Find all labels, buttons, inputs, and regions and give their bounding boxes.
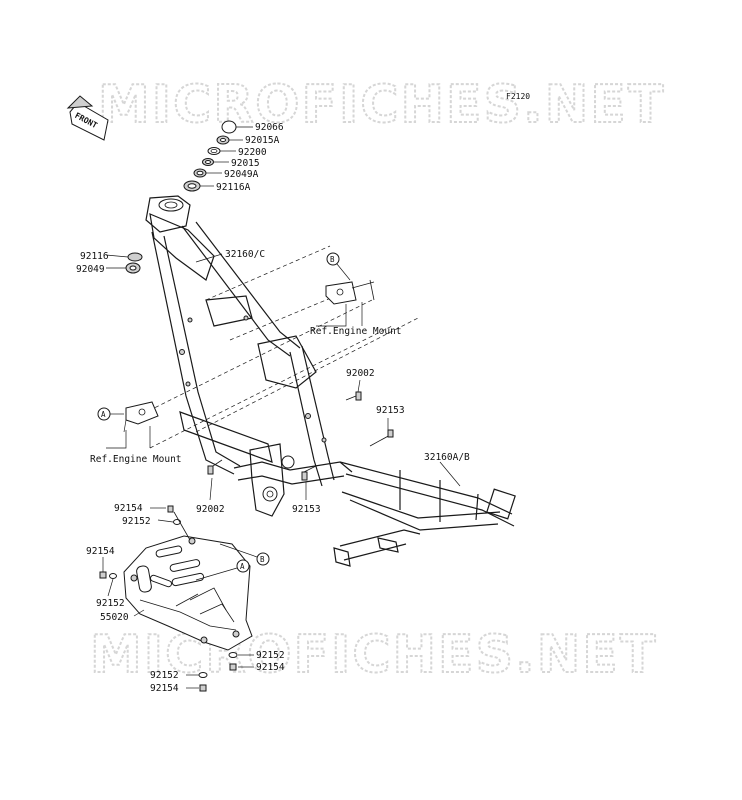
label-92200: 92200	[238, 147, 267, 158]
label-92015: 92015	[231, 158, 260, 169]
label-92152-d: 92152	[150, 670, 179, 681]
stack-leaders	[105, 126, 253, 269]
label-92154-c: 92154	[256, 662, 285, 673]
steering-stack	[125, 120, 237, 274]
main-frame	[145, 195, 353, 517]
label-92015A: 92015A	[245, 135, 280, 146]
ref-note-lower: Ref.Engine Mount	[90, 426, 182, 465]
label-92116: 92116	[80, 251, 109, 262]
bolts	[207, 379, 461, 501]
label-32160AB: 32160A/B	[424, 452, 470, 463]
svg-text:B: B	[260, 555, 265, 564]
skid-fasteners	[99, 505, 254, 692]
diagram-code: F2120	[506, 92, 530, 101]
svg-text:A: A	[240, 562, 245, 571]
ref-note-upper: Ref.Engine Mount	[310, 302, 402, 337]
label-92049A: 92049A	[224, 169, 259, 180]
callout-b-skid: B	[219, 543, 270, 566]
svg-text:B: B	[330, 255, 335, 264]
label-92049: 92049	[76, 264, 105, 275]
label-92152-b: 92152	[96, 598, 125, 609]
skid-plate	[123, 535, 253, 651]
rear-subframe	[333, 461, 516, 567]
label-92154-d: 92154	[150, 683, 179, 694]
label-55020: 55020	[100, 612, 129, 623]
label-32160C: 32160/C	[225, 249, 265, 260]
label-92153-right: 92153	[376, 405, 405, 416]
label-92152-a: 92152	[122, 516, 151, 527]
engine-mount-plate-b	[325, 279, 375, 305]
engine-mount-plate-a	[123, 401, 159, 433]
svg-text:Ref.Engine Mount: Ref.Engine Mount	[90, 454, 182, 465]
label-92002-bottom: 92002	[196, 504, 225, 515]
part-labels: 92066 92015A 92200 92015 92049A 92116A 9…	[76, 122, 470, 694]
svg-text:Ref.Engine Mount: Ref.Engine Mount	[310, 326, 402, 337]
watermark-bottom: MICROFICHES.NET	[90, 625, 657, 685]
label-92152-c: 92152	[256, 650, 285, 661]
label-92066: 92066	[255, 122, 284, 133]
label-92153-bottom: 92153	[292, 504, 321, 515]
callout-b-top: B	[326, 252, 351, 281]
label-92154-b: 92154	[86, 546, 115, 557]
label-92116A: 92116A	[216, 182, 251, 193]
front-arrow-icon: FRONT	[66, 95, 109, 141]
callout-a-left: A	[97, 407, 124, 421]
label-92002-right: 92002	[346, 368, 375, 379]
svg-text:A: A	[101, 410, 106, 419]
watermark-top: MICROFICHES.NET	[98, 75, 665, 135]
callout-a-skid: A	[195, 559, 250, 581]
label-92154-a: 92154	[114, 503, 143, 514]
